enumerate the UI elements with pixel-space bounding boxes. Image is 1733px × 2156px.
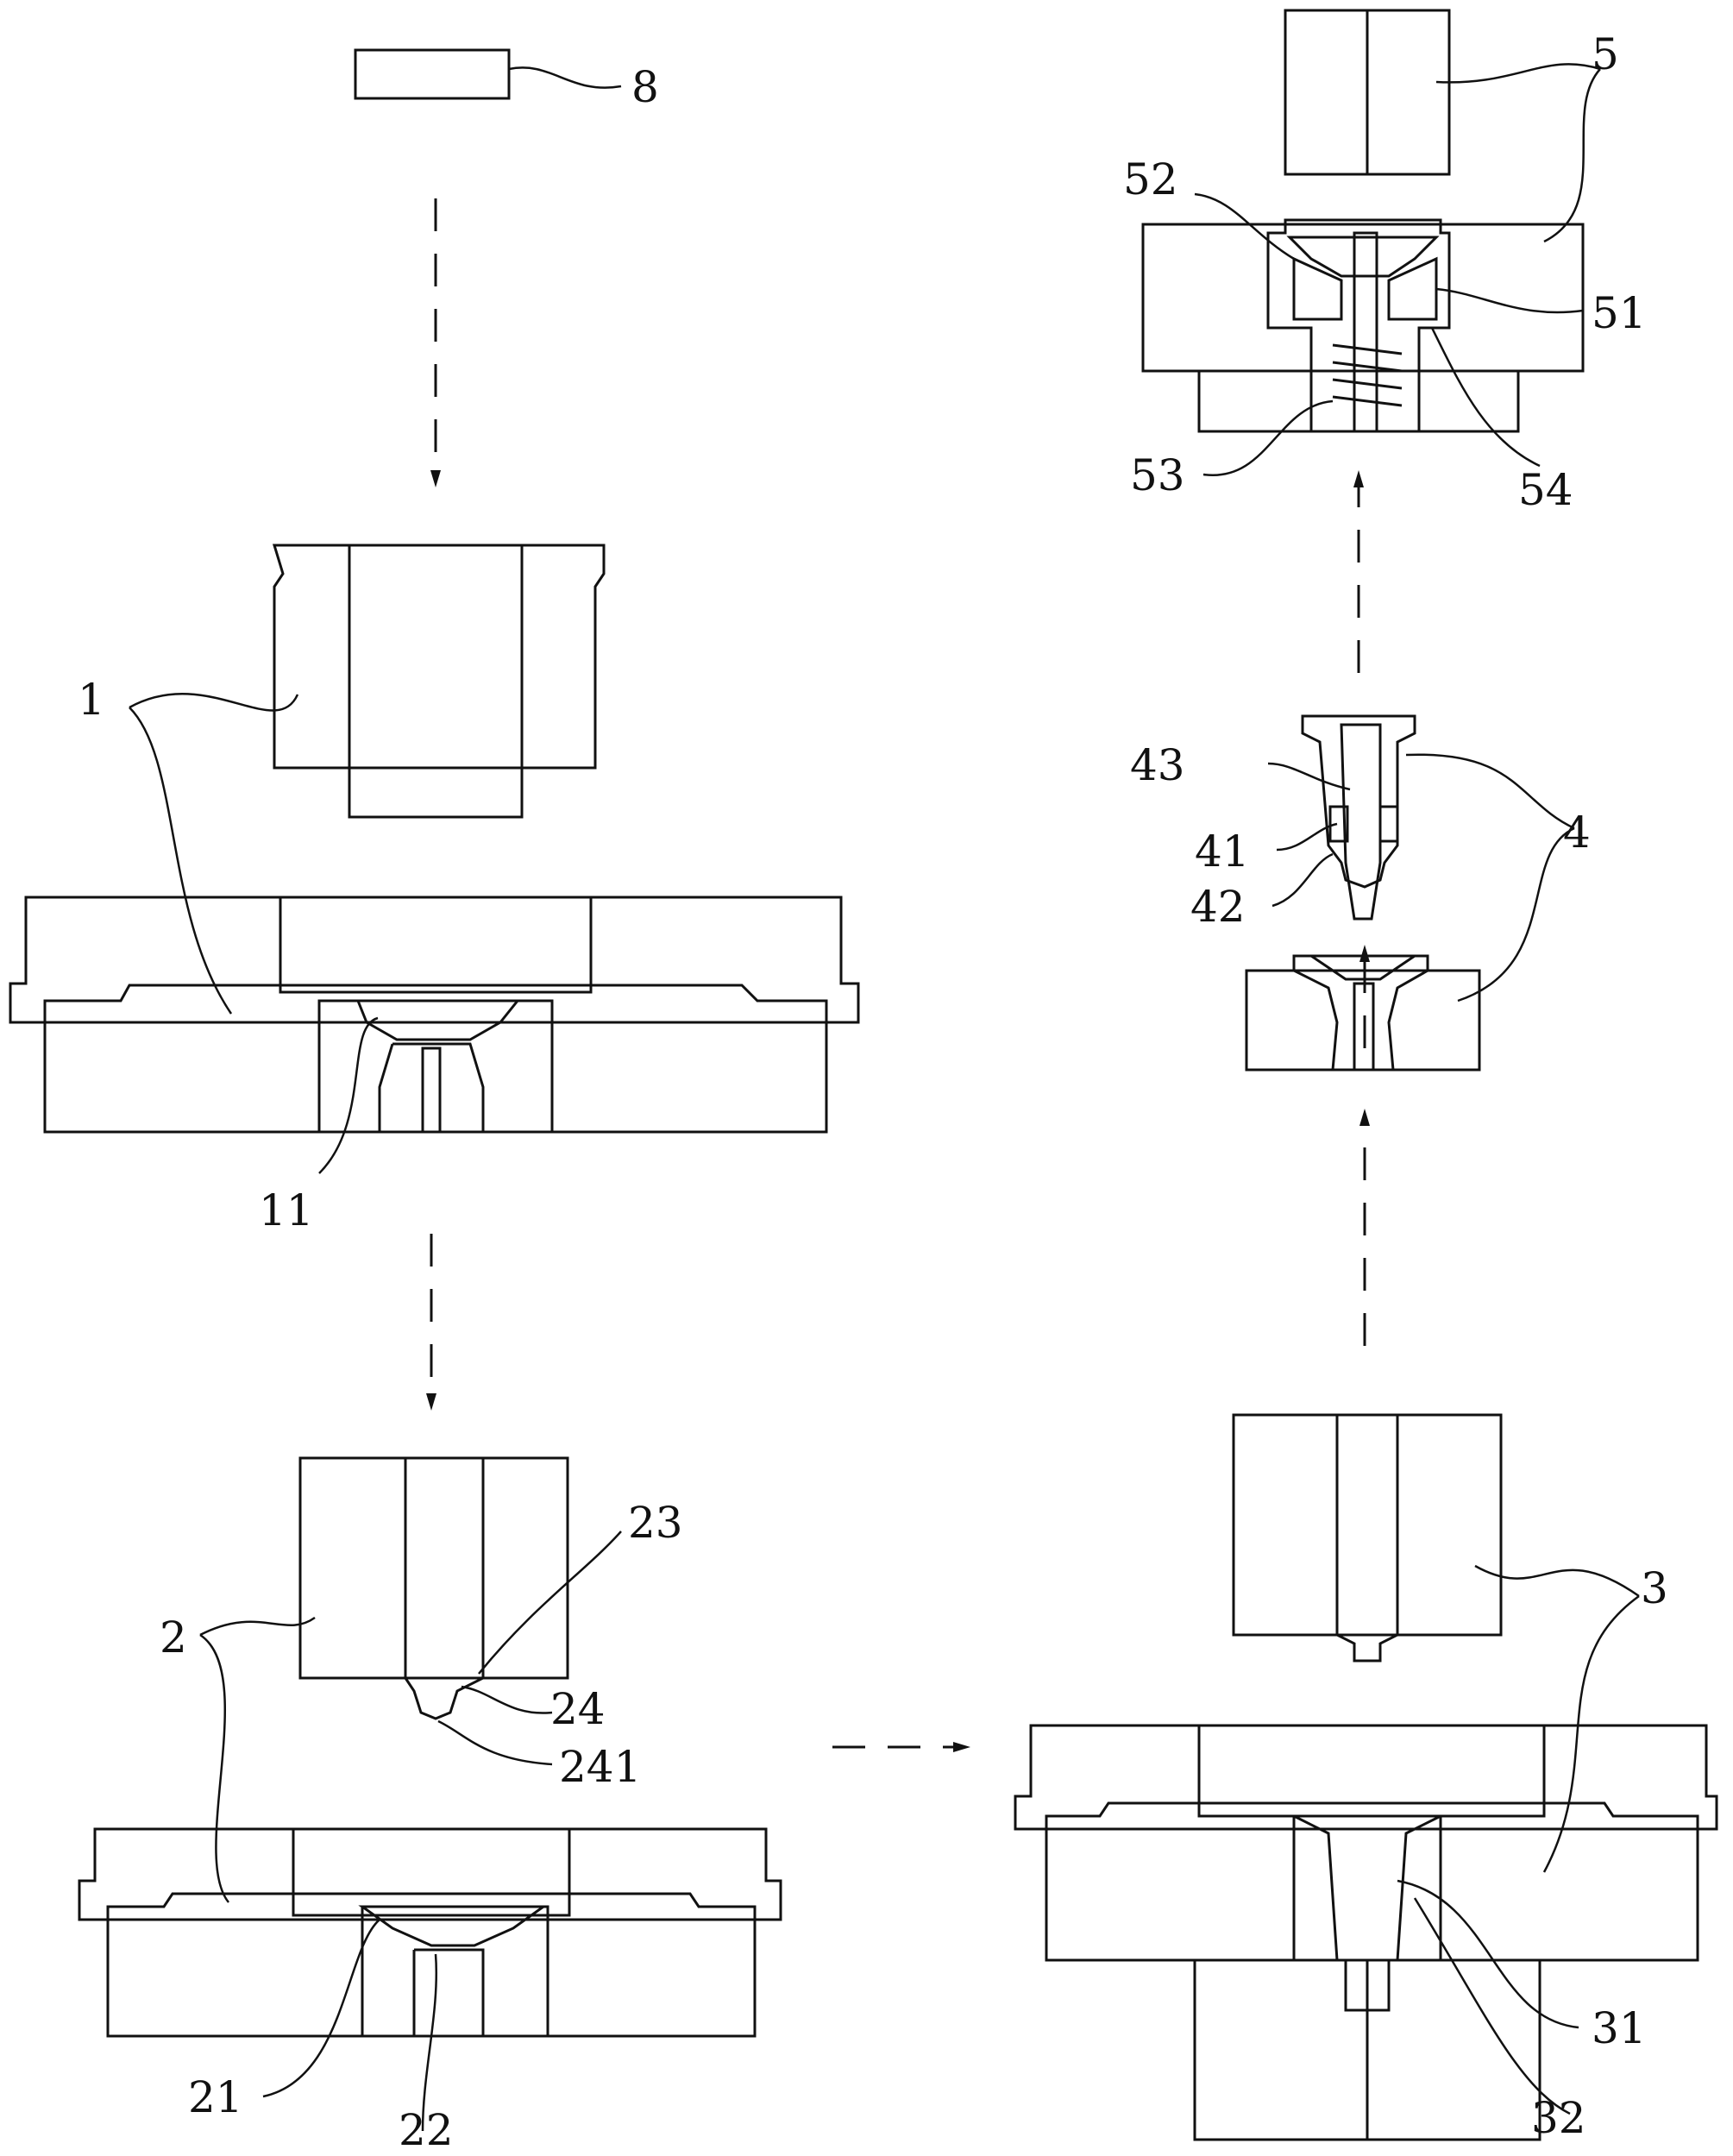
leader-4 — [1405, 753, 1575, 1003]
label-32: 32 — [1531, 2093, 1586, 2143]
label-1: 1 — [78, 675, 105, 725]
leader-241 — [437, 1719, 553, 1766]
label-11: 11 — [259, 1185, 314, 1235]
label-24: 24 — [550, 1684, 606, 1734]
leader-52 — [1194, 192, 1295, 261]
station-1 — [9, 544, 860, 1174]
label-31: 31 — [1592, 2003, 1647, 2053]
label-8: 8 — [631, 62, 659, 112]
label-21: 21 — [188, 2072, 243, 2122]
reference-labels: 8 1 11 2 21 22 23 24 241 3 31 32 4 41 42… — [78, 29, 1668, 2155]
leader-22 — [421, 1953, 438, 2132]
leader-2 — [199, 1616, 316, 1903]
leader-5 — [1435, 63, 1601, 243]
leader-53 — [1202, 399, 1334, 476]
station-5 — [1141, 9, 1585, 433]
station-4 — [1245, 714, 1481, 1072]
leader-54 — [1430, 327, 1541, 468]
label-241: 241 — [559, 1742, 641, 1792]
label-3: 3 — [1641, 1563, 1668, 1613]
label-53: 53 — [1130, 450, 1185, 500]
leader-24 — [461, 1685, 553, 1714]
label-41: 41 — [1195, 827, 1250, 877]
label-42: 42 — [1190, 882, 1246, 932]
station-3 — [1014, 1413, 1718, 2141]
blank-8 — [354, 48, 622, 100]
label-4: 4 — [1563, 808, 1591, 858]
label-23: 23 — [628, 1498, 683, 1548]
leader-1 — [129, 692, 299, 1015]
leader-3 — [1474, 1564, 1640, 1873]
station-2 — [78, 1456, 782, 2038]
leader-42 — [1271, 852, 1334, 908]
label-22: 22 — [399, 2105, 454, 2152]
label-54: 54 — [1518, 465, 1573, 515]
leader-41 — [1276, 822, 1338, 852]
leader-43 — [1267, 762, 1351, 791]
label-2: 2 — [160, 1612, 187, 1663]
leader-21 — [262, 1919, 380, 2098]
flow-arrows — [426, 198, 1370, 1752]
label-52: 52 — [1123, 154, 1178, 204]
label-43: 43 — [1130, 740, 1185, 790]
leader-51 — [1435, 287, 1584, 314]
leader-32 — [1413, 1897, 1571, 2115]
label-5: 5 — [1592, 29, 1619, 79]
leader-23 — [478, 1531, 622, 1675]
label-51: 51 — [1592, 288, 1647, 338]
leader-31 — [1397, 1879, 1579, 2029]
